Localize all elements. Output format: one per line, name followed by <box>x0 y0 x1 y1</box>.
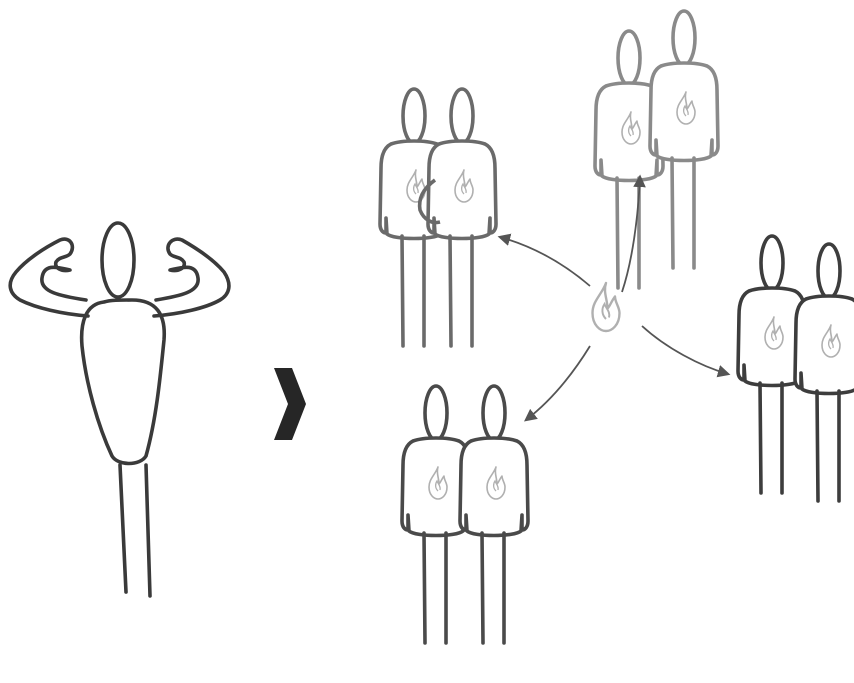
arrow-to-bottom <box>526 346 590 420</box>
chevron-right-icon <box>274 368 306 440</box>
arrow-to-top-left <box>500 237 590 286</box>
arrow-to-right <box>642 326 728 374</box>
people-group-bottom <box>402 386 528 643</box>
people-group-top-left <box>380 89 496 346</box>
flexing-person-icon <box>10 223 229 596</box>
flame-icon <box>593 283 620 331</box>
people-group-top-right <box>595 11 718 288</box>
people-group-right <box>738 236 854 501</box>
